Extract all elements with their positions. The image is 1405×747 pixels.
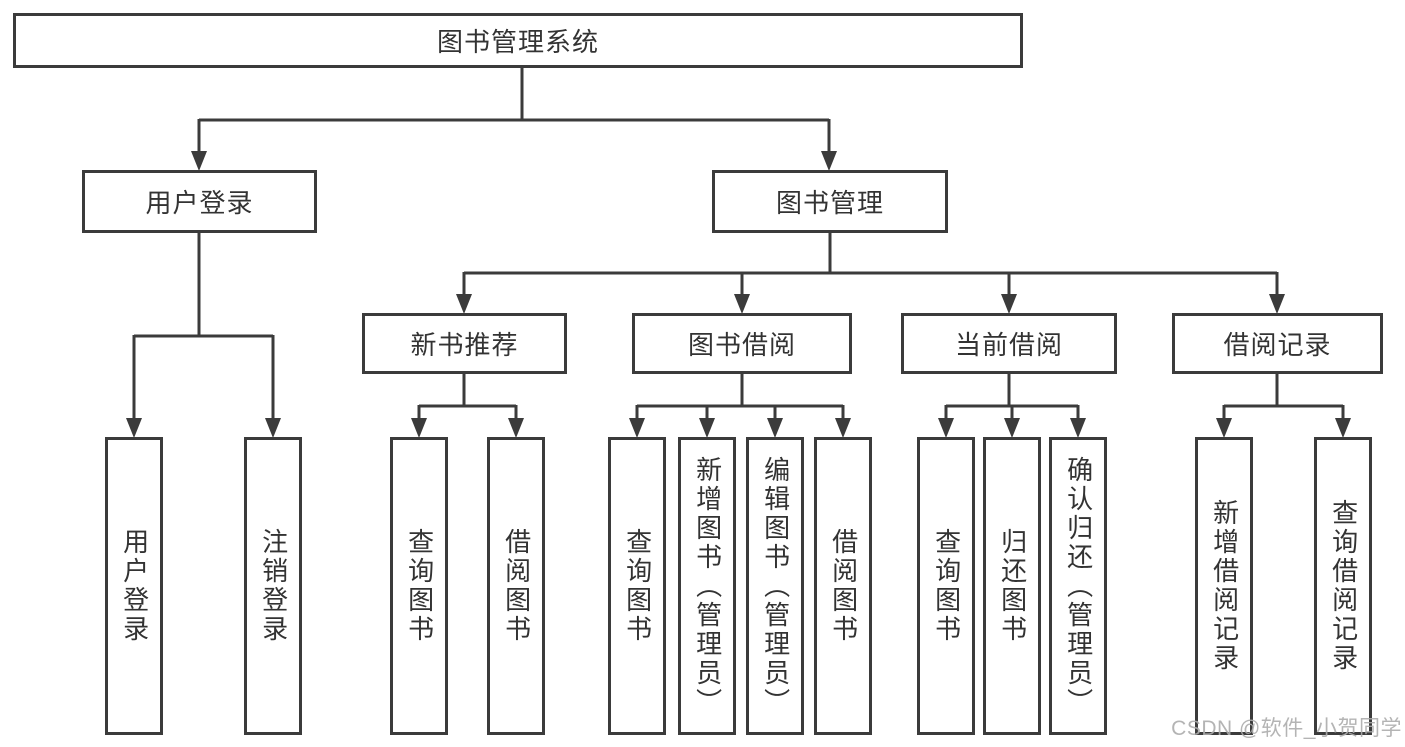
leaf-nbr-borrow-books: 借阅图书: [487, 437, 545, 735]
leaf-br-add-record: 新增借阅记录: [1195, 437, 1253, 735]
node-user-login: 用户登录: [82, 170, 317, 233]
leaf-bb-edit-books-admin: 编辑图书（管理员）: [746, 437, 804, 735]
leaf-logout: 注销登录: [244, 437, 302, 735]
leaf-cb-confirm-return-admin: 确认归还（管理员）: [1049, 437, 1107, 735]
node-root: 图书管理系统: [13, 13, 1023, 68]
node-new-book-recommend: 新书推荐: [362, 313, 567, 374]
node-current-borrow: 当前借阅: [901, 313, 1117, 374]
leaf-cb-query-books: 查询图书: [917, 437, 975, 735]
leaf-bb-borrow-books: 借阅图书: [814, 437, 872, 735]
node-borrow-records: 借阅记录: [1172, 313, 1383, 374]
leaf-br-query-record: 查询借阅记录: [1314, 437, 1372, 735]
csdn-watermark: CSDN @软件_小贺同学: [1171, 717, 1402, 740]
node-book-management: 图书管理: [712, 170, 948, 233]
leaf-bb-add-books-admin: 新增图书（管理员）: [678, 437, 736, 735]
leaf-bb-query-books: 查询图书: [608, 437, 666, 735]
node-book-borrow: 图书借阅: [632, 313, 852, 374]
leaf-cb-return-books: 归还图书: [983, 437, 1041, 735]
arrowheads: [126, 151, 1351, 438]
connector-paths: [132, 68, 1345, 421]
leaf-user-login: 用户登录: [105, 437, 163, 735]
leaf-nbr-query-books: 查询图书: [390, 437, 448, 735]
